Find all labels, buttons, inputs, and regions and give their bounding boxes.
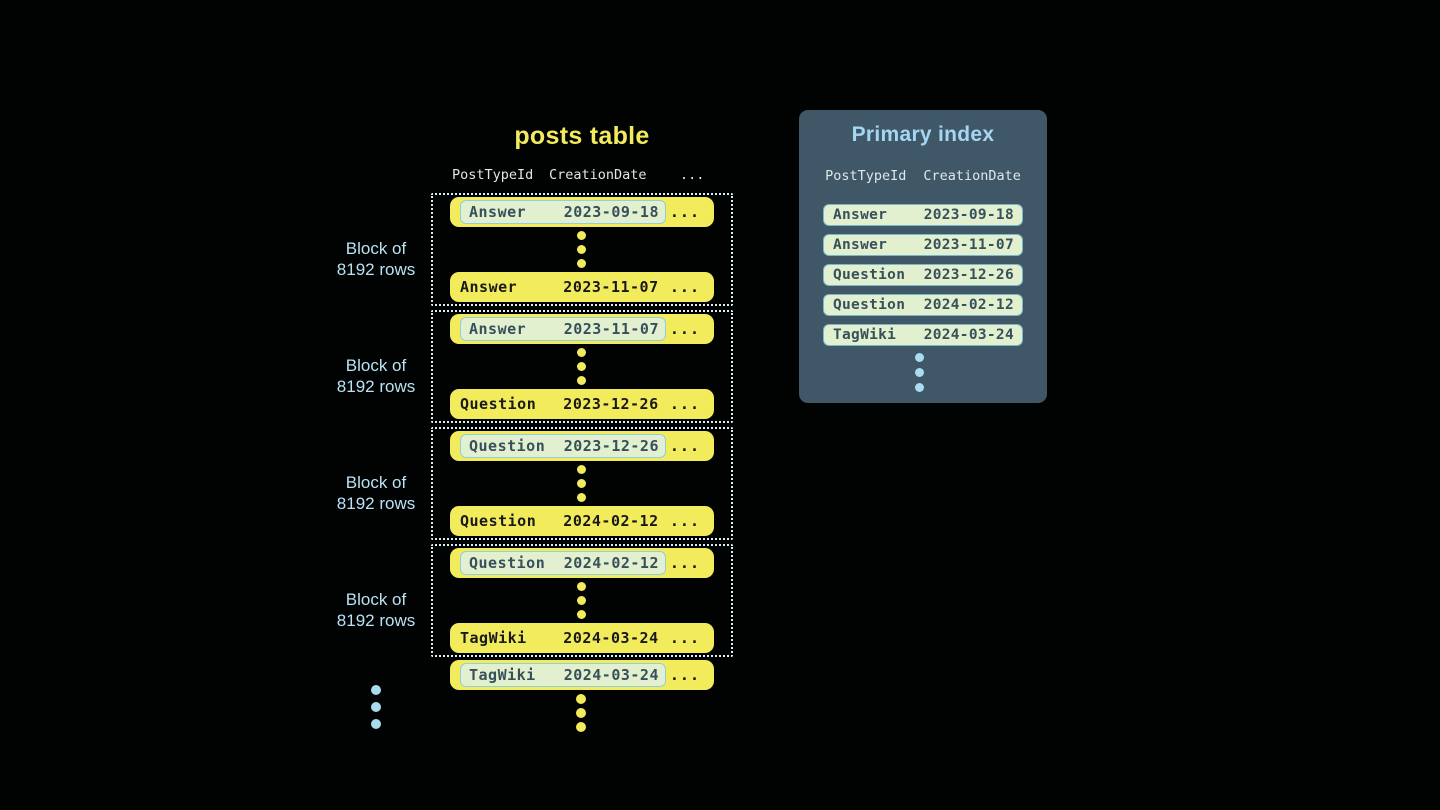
index-entry: Question 2024-02-12 xyxy=(823,294,1023,316)
row-ellipsis: ... xyxy=(669,203,700,221)
row-ellipsis: ... xyxy=(669,629,700,647)
primary-index-panel: Primary index PostTypeId CreationDate An… xyxy=(799,110,1047,403)
primary-index-title: Primary index xyxy=(851,123,995,146)
indexed-row-pill: Answer 2023-09-18 xyxy=(460,200,666,224)
rows-ellipsis-dots xyxy=(577,582,586,619)
index-entry: Answer 2023-09-18 xyxy=(823,204,1023,226)
block-2-label: Block of 8192 rows xyxy=(336,356,416,396)
primary-index-column-headers: PostTypeId CreationDate xyxy=(799,168,1047,184)
cell-posttypeid: Question xyxy=(833,297,906,313)
cell-creationdate: 2023-09-18 xyxy=(923,207,1014,223)
block-4: Question 2024-02-12 ... TagWiki 2024-03-… xyxy=(431,544,733,657)
more-blocks-ellipsis-dots xyxy=(371,685,381,729)
cell-creationdate: 2024-03-24 xyxy=(563,629,659,647)
block-3-first-row: Question 2023-12-26 ... xyxy=(450,431,714,461)
rows-ellipsis-dots xyxy=(577,348,586,385)
block-2-last-row: Question 2023-12-26 ... xyxy=(450,389,714,419)
cell-posttypeid: Question xyxy=(460,512,537,530)
cell-creationdate: 2024-03-24 xyxy=(563,666,659,684)
indexed-row-pill: Answer 2023-11-07 xyxy=(460,317,666,341)
cell-posttypeid: Answer xyxy=(833,237,888,253)
cell-creationdate: 2024-02-12 xyxy=(563,554,659,572)
block-1: Answer 2023-09-18 ... Answer 2023-11-07 … xyxy=(431,193,733,306)
index-entry: Question 2023-12-26 xyxy=(823,264,1023,286)
block-4-label: Block of 8192 rows xyxy=(336,590,416,630)
cell-creationdate: 2023-12-26 xyxy=(563,395,659,413)
block-1-last-row: Answer 2023-11-07 ... xyxy=(450,272,714,302)
indexed-row-pill: Question 2024-02-12 xyxy=(460,551,666,575)
cell-creationdate: 2023-11-07 xyxy=(563,278,659,296)
cell-posttypeid: Question xyxy=(833,267,906,283)
cell-posttypeid: Answer xyxy=(833,207,888,223)
row-ellipsis: ... xyxy=(669,320,700,338)
cell-posttypeid: Question xyxy=(460,395,537,413)
row-ellipsis: ... xyxy=(669,278,700,296)
row-ellipsis: ... xyxy=(669,437,700,455)
cell-posttypeid: Answer xyxy=(469,203,527,221)
posts-table-title: posts table xyxy=(514,122,650,150)
block-4-first-row: Question 2024-02-12 ... xyxy=(450,548,714,578)
rows-ellipsis-dots xyxy=(577,465,586,502)
block-1-first-row: Answer 2023-09-18 ... xyxy=(450,197,714,227)
block-3-label: Block of 8192 rows xyxy=(336,473,416,513)
cell-posttypeid: TagWiki xyxy=(469,666,536,684)
cell-creationdate: 2024-02-12 xyxy=(563,512,659,530)
cell-creationdate: 2024-03-24 xyxy=(923,327,1014,343)
cell-posttypeid: TagWiki xyxy=(833,327,897,343)
cell-posttypeid: Answer xyxy=(460,278,518,296)
row-ellipsis: ... xyxy=(669,395,700,413)
block-2: Answer 2023-11-07 ... Question 2023-12-2… xyxy=(431,310,733,423)
cell-posttypeid: Question xyxy=(469,437,546,455)
cell-creationdate: 2023-12-26 xyxy=(923,267,1014,283)
cell-posttypeid: TagWiki xyxy=(460,629,527,647)
more-index-entries-ellipsis-dots xyxy=(915,353,924,392)
column-header-creationdate: CreationDate xyxy=(923,168,1021,184)
column-header-ellipsis: ... xyxy=(680,167,705,183)
block-4-last-row: TagWiki 2024-03-24 ... xyxy=(450,623,714,653)
rows-ellipsis-dots xyxy=(577,231,586,268)
block-2-first-row: Answer 2023-11-07 ... xyxy=(450,314,714,344)
indexed-row-pill: TagWiki 2024-03-24 xyxy=(460,663,666,687)
cell-creationdate: 2023-11-07 xyxy=(563,320,659,338)
row-ellipsis: ... xyxy=(669,554,700,572)
block-3-last-row: Question 2024-02-12 ... xyxy=(450,506,714,536)
column-header-posttypeid: PostTypeId xyxy=(452,167,534,183)
row-ellipsis: ... xyxy=(669,512,700,530)
posts-table-column-headers: PostTypeId CreationDate ... xyxy=(452,167,704,183)
column-header-posttypeid: PostTypeId xyxy=(825,168,907,184)
cell-posttypeid: Answer xyxy=(469,320,527,338)
overflow-first-row: TagWiki 2024-03-24 ... xyxy=(450,660,714,690)
cell-creationdate: 2024-02-12 xyxy=(923,297,1014,313)
cell-creationdate: 2023-09-18 xyxy=(563,203,659,221)
indexed-row-pill: Question 2023-12-26 xyxy=(460,434,666,458)
index-entry: TagWiki 2024-03-24 xyxy=(823,324,1023,346)
block-3: Question 2023-12-26 ... Question 2024-02… xyxy=(431,427,733,540)
more-rows-ellipsis-dots xyxy=(576,694,586,732)
cell-creationdate: 2023-12-26 xyxy=(563,437,659,455)
block-1-label: Block of 8192 rows xyxy=(336,239,416,279)
index-entry: Answer 2023-11-07 xyxy=(823,234,1023,256)
column-header-creationdate: CreationDate xyxy=(549,167,647,183)
row-ellipsis: ... xyxy=(669,666,700,684)
cell-creationdate: 2023-11-07 xyxy=(923,237,1014,253)
cell-posttypeid: Question xyxy=(469,554,546,572)
